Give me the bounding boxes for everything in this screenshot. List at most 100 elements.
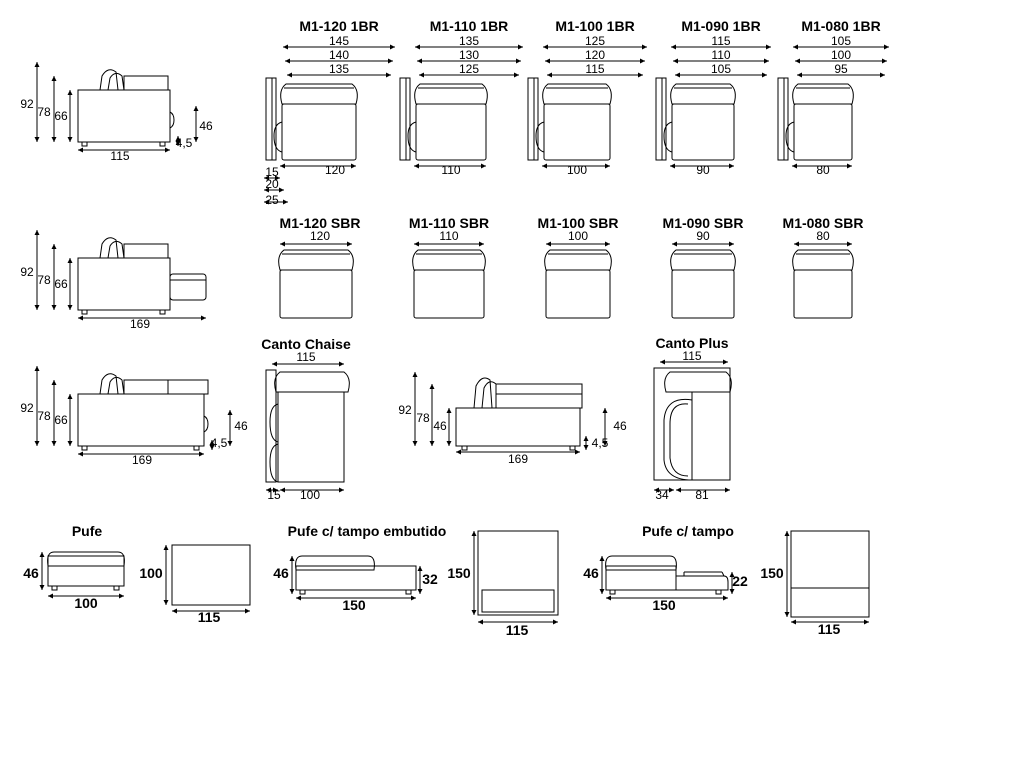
pufe-top-cushion [47,551,125,567]
width-label: 105 [711,62,731,76]
module-title: Pufe c/ tampo [642,523,734,539]
seat-back-cushion [544,249,612,271]
label-depth: 100 [139,565,163,581]
module-title: Pufe [72,523,103,539]
seat-back-cushion [792,249,854,271]
label-height: 46 [273,565,289,581]
seat-width-label: 80 [816,163,830,177]
seat-cushion [415,103,487,161]
label-foot-height: 4,5 [211,436,228,450]
label-height: 46 [583,565,599,581]
module-title: M1-090 SBR [663,215,744,231]
label-width: 115 [110,149,129,163]
label-length: 100 [74,595,98,611]
width-label: 110 [711,48,730,62]
seat-back-cushion [542,83,612,105]
module-title: M1-100 SBR [538,215,619,231]
seat-back-cushion [670,83,736,105]
arm-width-label: 34 [655,488,669,502]
pufe-plan [790,530,870,618]
arm-rest [265,77,277,161]
label-seat-height: 66 [54,277,68,291]
label-total-height: 92 [20,401,34,415]
sofa-foot [159,141,166,147]
pufe-tray [676,575,729,591]
label-height: 46 [23,565,39,581]
width-label: 115 [711,34,730,48]
pufe-foot [405,589,412,595]
width-label: 90 [696,229,710,243]
back-cushion [99,373,119,395]
pufe-foot [113,585,120,591]
label-seat-height: 66 [54,109,68,123]
seat-width-label: 100 [567,163,587,177]
label-back-height: 78 [37,409,51,423]
pufe-foot [609,589,616,595]
label-arm-height: 46 [234,419,248,433]
module-title: M1-120 SBR [280,215,361,231]
arm-rest [655,77,667,161]
seat-cushion [671,269,735,319]
label-length: 150 [342,597,366,613]
sofa-foot [81,309,88,315]
corner-arm-inner [669,403,689,477]
module-title: M1-110 SBR [409,215,489,231]
module-title: M1-120 1BR [299,18,378,34]
sofa-foot [193,445,200,451]
pufe-foot [299,589,306,595]
sofa-body [77,257,171,311]
arm-rest [399,77,411,161]
back-cushion [107,72,125,91]
arm-cushion [785,121,795,153]
label-depth: 150 [760,565,784,581]
label-width: 115 [818,621,841,637]
arm-width-label: 15 [267,488,281,502]
pufe-foot [715,589,722,595]
label-seat-height: 66 [54,413,68,427]
seat-width-label: 110 [441,163,460,177]
back-cushion [107,376,125,395]
arm-rest [527,77,539,161]
width-label: 120 [310,229,330,243]
module-title: Canto Plus [655,335,728,351]
width-label: 135 [329,62,349,76]
pufe-top-cushion [605,555,677,571]
label-back-height: 78 [37,105,51,119]
arm-cushion [663,121,673,153]
seat-width-label: 90 [696,163,710,177]
module-title: Canto Chaise [261,336,351,352]
seat-width-label: 100 [300,488,320,502]
back-cushion [99,237,119,259]
sofa-foot [569,445,576,451]
module-title: M1-080 1BR [801,18,880,34]
width-label: 100 [568,229,588,243]
seat-cushion [671,103,735,161]
width-label: 125 [585,34,605,48]
width-label: 145 [329,34,349,48]
seat-width-label: 81 [695,488,709,502]
width-label: 140 [329,48,349,62]
seat-back-cushion [792,83,854,105]
module-title: M1-110 1BR [430,18,509,34]
arm-cushion [269,403,279,483]
label-foot-height: 4,5 [176,136,193,150]
chaise-section [169,273,207,301]
width-label: 100 [831,48,851,62]
module-title: M1-090 1BR [681,18,760,34]
corner-arm [663,398,693,481]
seat-cushion [793,103,853,161]
label-total-height: 92 [398,403,412,417]
seat-cushion [123,379,169,395]
label-foot-height: 4,5 [592,436,609,450]
seat-cushion [279,269,353,319]
label-total-height: 92 [20,97,34,111]
seat-back-cushion [664,371,732,393]
label-low-height: 22 [732,573,748,589]
sofa-body [77,89,171,143]
label-seat-height: 46 [433,419,447,433]
width-label: 80 [816,229,830,243]
back-cushion [99,69,119,91]
seat-cushion [123,75,169,91]
width-label: 130 [459,48,479,62]
label-width: 169 [130,317,150,331]
